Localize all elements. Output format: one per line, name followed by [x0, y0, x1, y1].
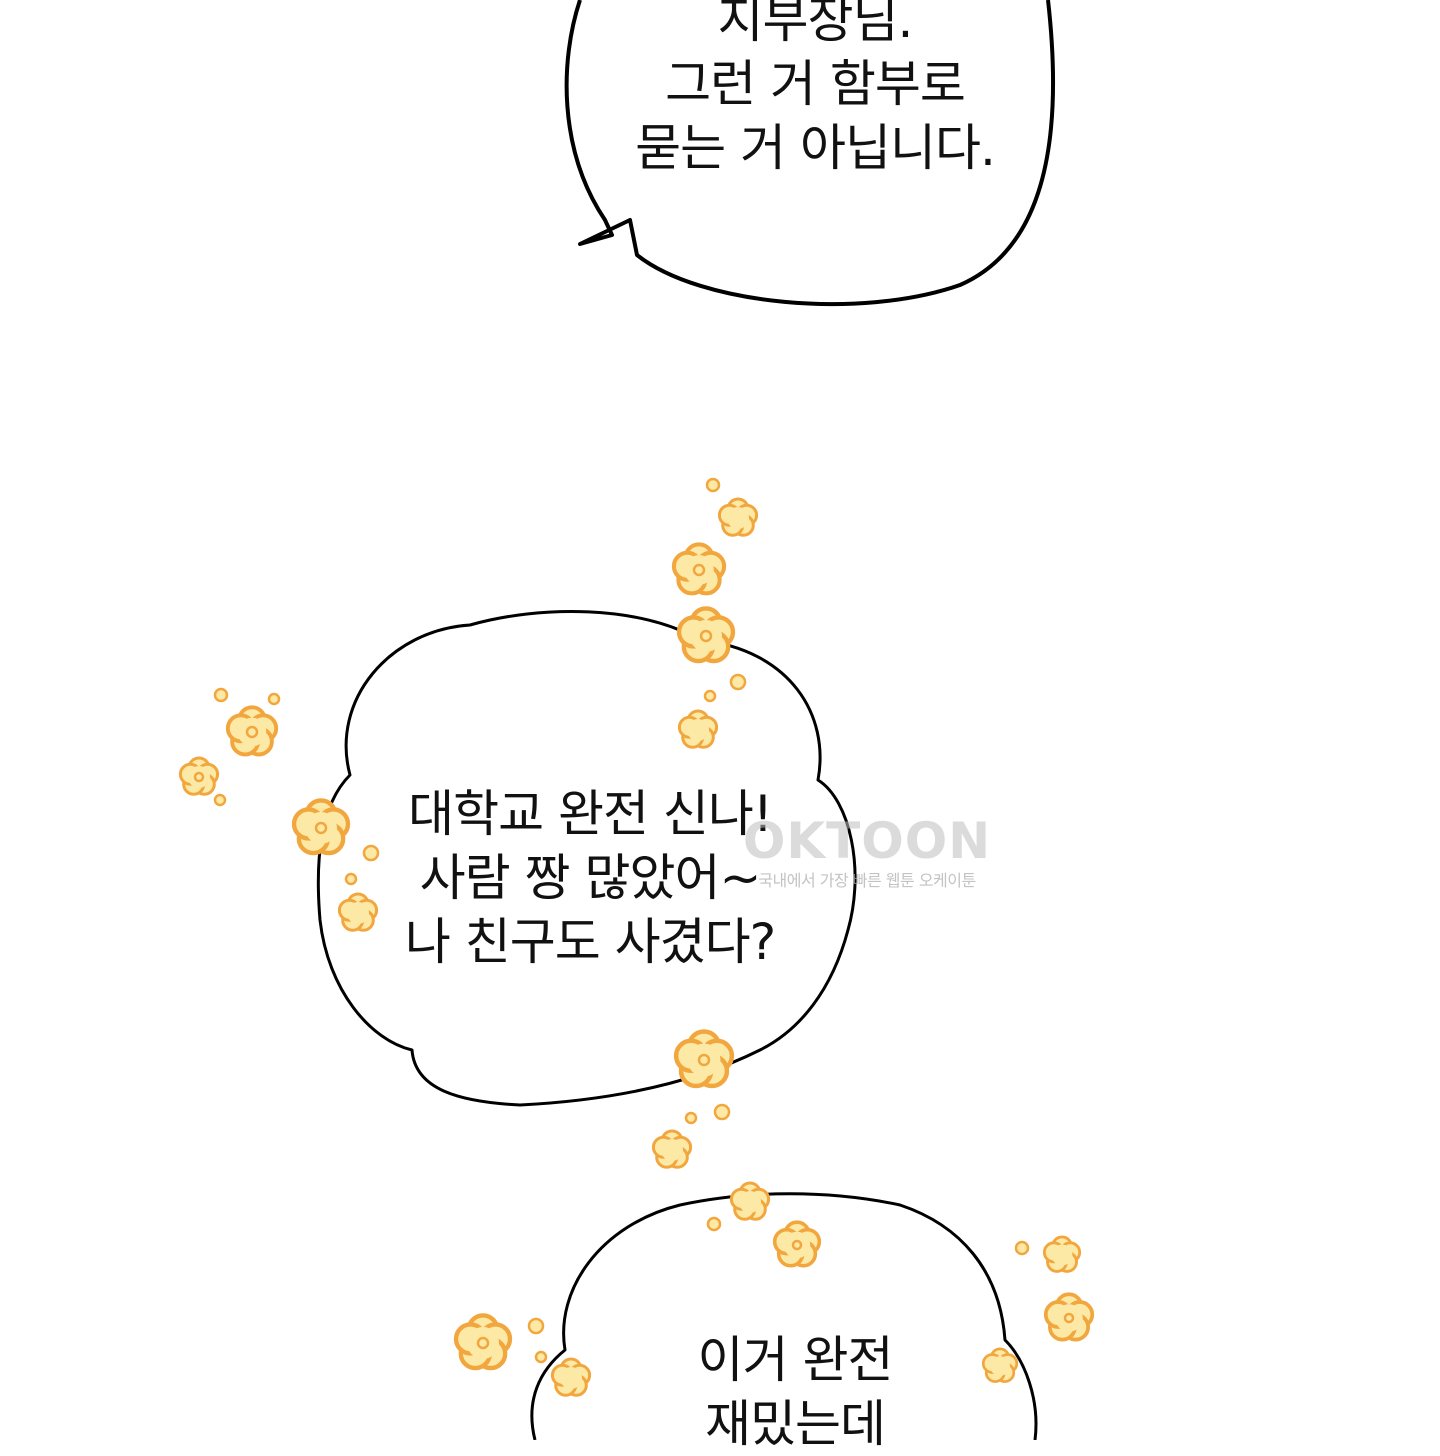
speech-bubble-top [564, 0, 1056, 307]
dot-icon [362, 844, 380, 862]
dot-decorations [213, 477, 1030, 1364]
thought-line: 나 친구도 사겼다? [404, 913, 776, 971]
flower-icon [674, 544, 724, 593]
speech-line: 지부장님. [717, 0, 914, 49]
speech-line: 그런 거 함부로 [665, 55, 966, 113]
dot-icon [703, 689, 717, 703]
flower-icon [729, 1181, 771, 1221]
thought-text-bottom: 이거 완전 재밌는데 [560, 1328, 1030, 1456]
dot-icon [684, 1111, 698, 1125]
flower-icon [651, 1129, 693, 1169]
dot-icon [729, 673, 747, 691]
dot-icon [267, 692, 281, 706]
dot-icon [705, 477, 721, 493]
flower-icon [178, 756, 220, 796]
thought-line: 이거 완전 [697, 1331, 894, 1389]
flower-icon [1042, 1235, 1082, 1273]
thought-line: 재밌는데 [705, 1395, 886, 1453]
dot-icon [706, 1216, 722, 1232]
dot-icon [534, 1350, 548, 1364]
flower-icon [225, 705, 279, 757]
dot-icon [713, 1103, 731, 1121]
thought-bubble-bottom [530, 1192, 1038, 1440]
thought-bubble-middle [316, 609, 857, 1107]
flower-icon [717, 497, 759, 537]
dot-icon [213, 793, 227, 807]
dot-icon [527, 1317, 545, 1335]
thought-line: 사람 짱 많았어~ [419, 849, 762, 907]
dot-icon [213, 687, 229, 703]
dot-icon [344, 872, 358, 886]
flower-icon [1043, 1292, 1095, 1342]
dot-icon [1014, 1240, 1030, 1256]
speech-line: 묻는 거 아닙니다. [635, 119, 996, 177]
flower-icon [679, 608, 733, 661]
thought-text-middle: 대학교 완전 신나! 사람 짱 많았어~ 나 친구도 사겼다? [330, 782, 850, 974]
flower-icon [456, 1315, 510, 1368]
thought-line: 대학교 완전 신나! [408, 785, 773, 843]
speech-text-top: 지부장님. 그런 거 함부로 묻는 거 아닙니다. [575, 0, 1055, 180]
